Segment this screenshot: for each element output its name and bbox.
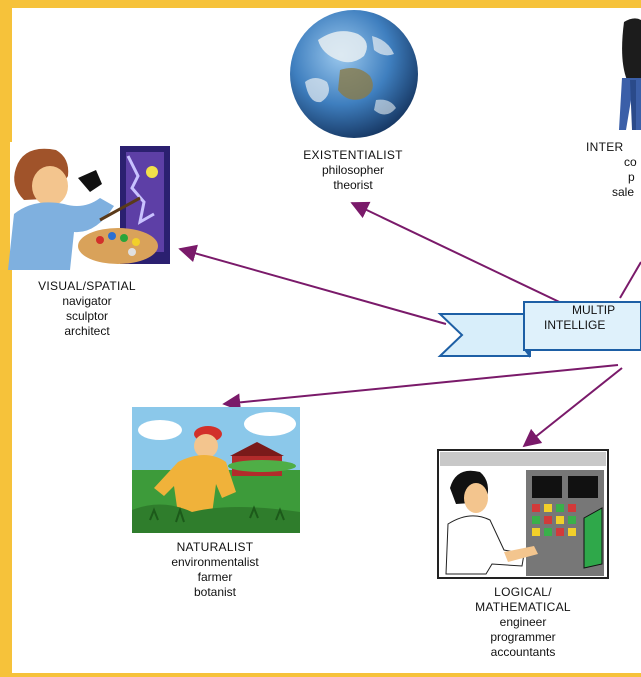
earth-globe-image [290,10,418,138]
visual-spatial-title: VISUAL/SPATIAL [38,279,136,293]
visual-spatial-role-3: architect [64,324,110,338]
existentialist-label: EXISTENTIALIST philosopher theorist [263,148,443,193]
interpersonal-label: INTER co p sale [586,140,641,200]
visual-spatial-label: VISUAL/SPATIAL navigator sculptor archit… [2,279,172,339]
arrow-to-naturalist [222,364,619,412]
visual-spatial-image [8,142,173,270]
naturalist-label: NATURALIST environmentalist farmer botan… [130,540,300,600]
banner-text: MULTIP INTELLIGE [544,303,641,333]
interpersonal-role-1: co [624,155,637,169]
existentialist-role-2: theorist [333,178,373,192]
arrow-to-existentialist [350,201,573,309]
logical-title-line-2: MATHEMATICAL [475,600,571,614]
banner-line-2: INTELLIGE [544,318,606,332]
banner-line-1: MULTIP [572,303,616,317]
naturalist-title: NATURALIST [176,540,254,554]
arrow-to-interpersonal [619,261,641,299]
visual-spatial-role-2: sculptor [65,309,109,323]
naturalist-role-2: farmer [197,570,233,584]
interpersonal-role-3: sale [612,185,635,199]
arrow-to-logical [522,367,623,448]
connector-arrows [178,201,641,448]
logical-mathematical-label: LOGICAL/ MATHEMATICAL engineer programme… [438,585,608,660]
logical-mathematical-image [437,449,609,579]
logical-title-line-1: LOGICAL/ [494,585,552,599]
visual-spatial-role-1: navigator [62,294,112,308]
keypad-grid [532,504,576,536]
existentialist-role-1: philosopher [321,163,385,177]
naturalist-role-1: environmentalist [171,555,259,569]
naturalist-image [132,407,300,533]
interpersonal-title: INTER [586,140,624,154]
existentialist-title: EXISTENTIALIST [303,148,403,162]
interpersonal-role-2: p [628,170,635,184]
logical-role-1: engineer [499,615,547,629]
center-banner [437,301,641,358]
interpersonal-image [619,18,641,130]
logical-role-3: accountants [490,645,556,659]
logical-role-2: programmer [490,630,556,644]
arrow-to-visual-spatial [178,244,447,325]
naturalist-role-3: botanist [193,585,237,599]
